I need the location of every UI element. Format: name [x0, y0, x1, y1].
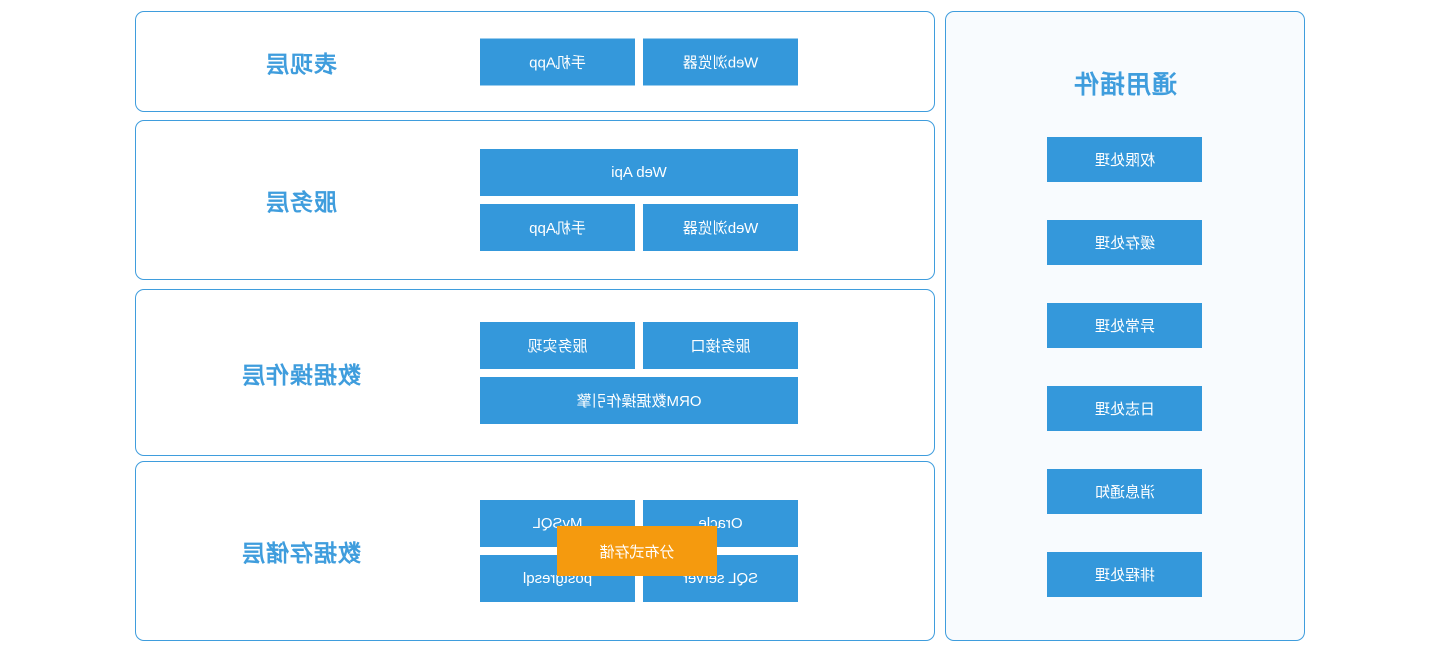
general-plugins-panel: 通用插件 权限处理 缓存处理 异常处理 日志处理 消息通知 排程处理: [945, 11, 1305, 641]
box-web-browser[interactable]: Web浏览器: [643, 204, 798, 251]
layer-panel-presentation: 表现层 Web浏览器 手机App: [135, 11, 935, 112]
box-web-browser[interactable]: Web浏览器: [643, 38, 798, 85]
plugin-item-notification[interactable]: 消息通知: [1047, 469, 1203, 514]
plugin-item-cache[interactable]: 缓存处理: [1047, 220, 1203, 265]
plugins-panel-title: 通用插件: [1073, 71, 1178, 99]
box-row: Web浏览器 手机App: [480, 204, 798, 251]
box-service-interface[interactable]: 服务接口: [643, 321, 798, 369]
plugin-item-exception[interactable]: 异常处理: [1047, 303, 1203, 348]
box-row: 服务接口 服务实现: [480, 321, 798, 369]
layer-panel-service: 服务层 Web Api Web浏览器 手机App: [135, 120, 935, 280]
box-row: Web Api: [480, 149, 798, 196]
box-row: ORM数据操作引擎: [480, 376, 798, 424]
layer-label-presentation: 表现层: [265, 50, 337, 77]
box-mobile-app[interactable]: 手机App: [480, 38, 635, 85]
plugin-item-permission[interactable]: 权限处理: [1047, 137, 1203, 182]
layer-panel-data-operation: 数据操作层 服务接口 服务实现 ORM数据操作引擎: [135, 289, 935, 456]
layer-panel-data-storage: 数据存储层 Oracle MySQL SQL server postgresql…: [135, 461, 935, 641]
box-service-implementation[interactable]: 服务实现: [480, 321, 635, 369]
layer-label-data-storage: 数据存储层: [241, 540, 361, 566]
layer-label-service: 服务层: [265, 189, 337, 215]
box-orm-engine[interactable]: ORM数据操作引擎: [480, 376, 798, 424]
plugin-item-scheduling[interactable]: 排程处理: [1047, 552, 1203, 597]
layer-boxes-service: Web Api Web浏览器 手机App: [480, 149, 798, 251]
box-web-api[interactable]: Web Api: [480, 149, 798, 196]
box-row: Web浏览器 手机App: [480, 38, 798, 85]
plugins-list: 权限处理 缓存处理 异常处理 日志处理 消息通知 排程处理: [946, 137, 1304, 635]
layer-boxes-presentation: Web浏览器 手机App: [480, 38, 798, 85]
box-distributed-storage[interactable]: 分布式存储: [557, 526, 717, 576]
box-mobile-app[interactable]: 手机App: [480, 204, 635, 251]
layer-label-data-operation: 数据操作层: [241, 361, 361, 388]
plugin-item-logging[interactable]: 日志处理: [1047, 386, 1203, 431]
layer-boxes-data-operation: 服务接口 服务实现 ORM数据操作引擎: [480, 321, 798, 424]
